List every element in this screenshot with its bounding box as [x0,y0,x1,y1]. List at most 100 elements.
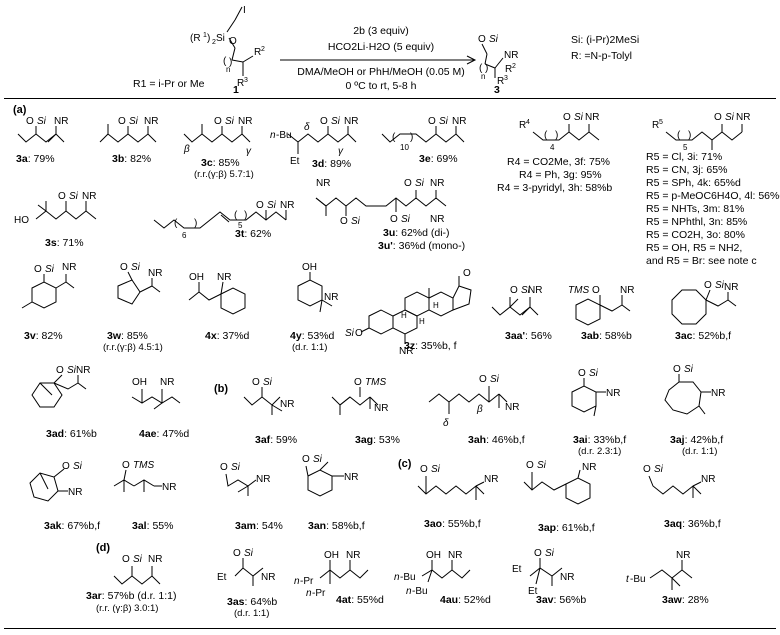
label-3av: 3av: 56%b [536,594,587,606]
svg-text:O: O [714,112,722,123]
svg-text:O: O [229,36,237,47]
svg-text:Si: Si [313,454,323,465]
note-4y: (d.r. 1:1) [292,342,328,353]
svg-text:n: n [406,586,412,597]
svg-text:Si: Si [490,374,500,385]
svg-text:4: 4 [526,119,530,126]
svg-text:O: O [428,116,436,127]
section-b-label: (b) [214,383,229,395]
svg-text:NR: NR [344,472,358,483]
svg-text:γ: γ [246,146,252,157]
svg-text:Si: Si [267,200,277,211]
svg-text:OH: OH [324,550,339,561]
svg-text:NR: NR [585,112,599,123]
svg-text:O: O [534,548,542,559]
svg-text:O: O [420,464,428,475]
svg-text:NR: NR [606,388,620,399]
label-3ai: 3ai: 33%b,f [573,434,627,446]
svg-text:NR: NR [505,402,519,413]
svg-text:β: β [183,144,190,155]
svg-text:NR: NR [399,346,413,357]
svg-text:NR: NR [582,462,596,473]
svg-text:(: ( [234,210,238,221]
label-4at: 4at: 55%d [336,594,384,606]
svg-text:(: ( [479,63,483,74]
svg-text:NR: NR [280,399,294,410]
svg-text:O: O [510,285,518,296]
svg-text:O: O [578,368,586,379]
label-3a: 3a: 79% [16,153,55,165]
bottom-rule [4,628,776,629]
r5-line-2: R5 = CN, 3j: 65% [646,164,728,176]
svg-text:δ: δ [304,122,310,133]
svg-text:O: O [122,554,130,565]
svg-text:): ) [244,210,247,221]
label-3e: 3e: 69% [419,153,458,165]
svg-text:O: O [62,461,70,472]
r5-line-5: R5 = NHTs, 3m: 81% [646,203,745,215]
svg-text:NR: NR [261,572,275,583]
svg-text:Et: Et [290,156,300,167]
svg-text:H: H [419,317,425,326]
svg-text:10: 10 [400,143,409,152]
r5-line-9: and R5 = Br: see note c [646,255,757,267]
svg-text:I: I [243,5,246,16]
svg-text:NR: NR [217,272,231,283]
label-3t: 3t: 62% [235,228,272,240]
r5-line-4: R5 = p-MeOC6H4O, 4l: 56%d [646,190,780,202]
svg-text:Si: Si [715,280,725,291]
svg-text:O: O [58,191,66,202]
svg-text:Si: Si [537,460,547,471]
svg-text:t: t [626,574,630,585]
svg-text:n: n [306,588,312,599]
svg-text:O: O [118,116,126,127]
svg-text:O: O [122,460,130,471]
svg-text:R: R [254,47,261,58]
svg-text:NR: NR [148,268,162,279]
svg-text:NR: NR [452,116,466,127]
note-3w: (r.r.(γ:β) 4.5:1) [103,342,163,353]
svg-text:TMS: TMS [133,460,154,471]
svg-text:NR: NR [620,285,634,296]
r4-line-2: R4 = Ph, 3g: 95% [519,169,602,181]
svg-text:3: 3 [504,75,508,82]
label-3an: 3an: 58%b,f [308,520,365,532]
svg-text:O: O [34,264,42,275]
svg-text:O: O [302,454,310,465]
svg-text:Si: Si [37,116,47,127]
svg-text:NR: NR [374,403,388,414]
label-3aa-prime: 3aa': 56% [505,330,552,342]
svg-text:): ) [688,130,691,141]
structure-4au: n-Bu n-Bu OH NR [394,550,471,597]
svg-text:5: 5 [659,119,663,126]
r1-definition: R1 = i-Pr or Me [133,78,205,90]
svg-text:O: O [390,214,398,225]
svg-text:Si: Si [45,264,55,275]
svg-text:Si: Si [73,461,83,472]
svg-text:NR: NR [144,116,158,127]
label-4au: 4au: 52%d [440,594,491,606]
svg-text:O: O [354,377,362,388]
svg-text:5: 5 [683,143,688,152]
label-4y: 4y: 53%d [290,330,335,342]
svg-text:Si: Si [401,214,411,225]
svg-text:NR: NR [430,178,444,189]
svg-text:O: O [214,116,222,127]
svg-text:Si: Si [129,116,139,127]
starting-material-label: 1 [233,84,239,96]
